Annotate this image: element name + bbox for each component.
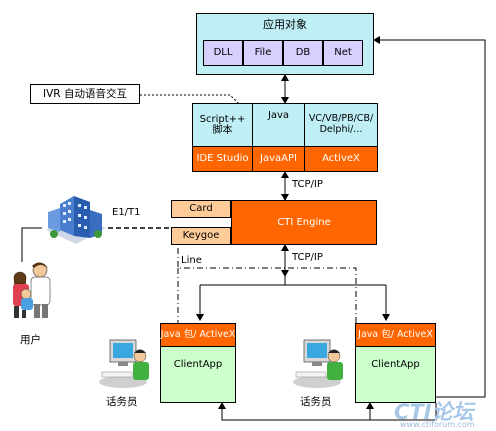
building-icon [46, 196, 106, 244]
voice-line [177, 248, 357, 323]
dev-tool-ide: IDE Studio [193, 147, 253, 171]
dev-lang-script: Script++ 脚本 [193, 104, 253, 147]
client-app-box-2: Java 包/ ActiveX ClientApp [355, 323, 436, 403]
agent-label-1: 话务员 [106, 396, 138, 408]
client-header-2: Java 包/ ActiveX [356, 324, 435, 347]
app-object-db: DB [283, 40, 323, 66]
tcpip-label-top: TCP/IP [292, 179, 323, 190]
app-objects-title: 应用对象 [263, 17, 307, 31]
tcpip-label-mid: TCP/IP [292, 252, 323, 263]
loop-right [373, 36, 486, 398]
dev-layer-box: Script++ 脚本 Java VC/VB/PB/CB/ Delphi/...… [192, 103, 378, 172]
e1t1-label: E1/T1 [112, 207, 141, 218]
ivr-callout: IVR 自动语音交互 [30, 84, 140, 104]
loop-bottom [221, 403, 437, 421]
dev-lang-vc: VC/VB/PB/CB/ Delphi/... [305, 104, 377, 147]
dev-tool-activex: ActiveX [305, 147, 377, 171]
app-object-dll: DLL [203, 40, 243, 66]
watermark-brand: CTI论坛 [394, 400, 474, 424]
user-family-icon [13, 262, 51, 318]
agent-icon-1 [99, 339, 149, 388]
app-object-net: Net [323, 40, 363, 66]
keygoe-box: Keygoe [171, 227, 231, 245]
user-label: 用户 [20, 334, 41, 346]
client-app-box-1: Java 包/ ActiveX ClientApp [160, 323, 236, 403]
client-header-1: Java 包/ ActiveX [161, 324, 235, 347]
line-label: Line [181, 255, 202, 266]
agent-label-2: 话务员 [300, 396, 332, 408]
cti-engine-box: CTI Engine [231, 200, 377, 245]
app-objects-box: 应用对象 DLL File DB Net [196, 13, 374, 75]
client-body-1: ClientApp [161, 347, 235, 402]
watermark-url: www.ctiforum.com [400, 420, 475, 429]
client-body-2: ClientApp [356, 347, 435, 402]
user-link [21, 227, 42, 262]
card-box: Card [171, 200, 231, 218]
dev-lang-java: Java [253, 104, 305, 147]
dev-tool-javaapi: JavaAPI [253, 147, 305, 171]
agent-icon-2 [293, 339, 343, 388]
app-object-file: File [243, 40, 283, 66]
